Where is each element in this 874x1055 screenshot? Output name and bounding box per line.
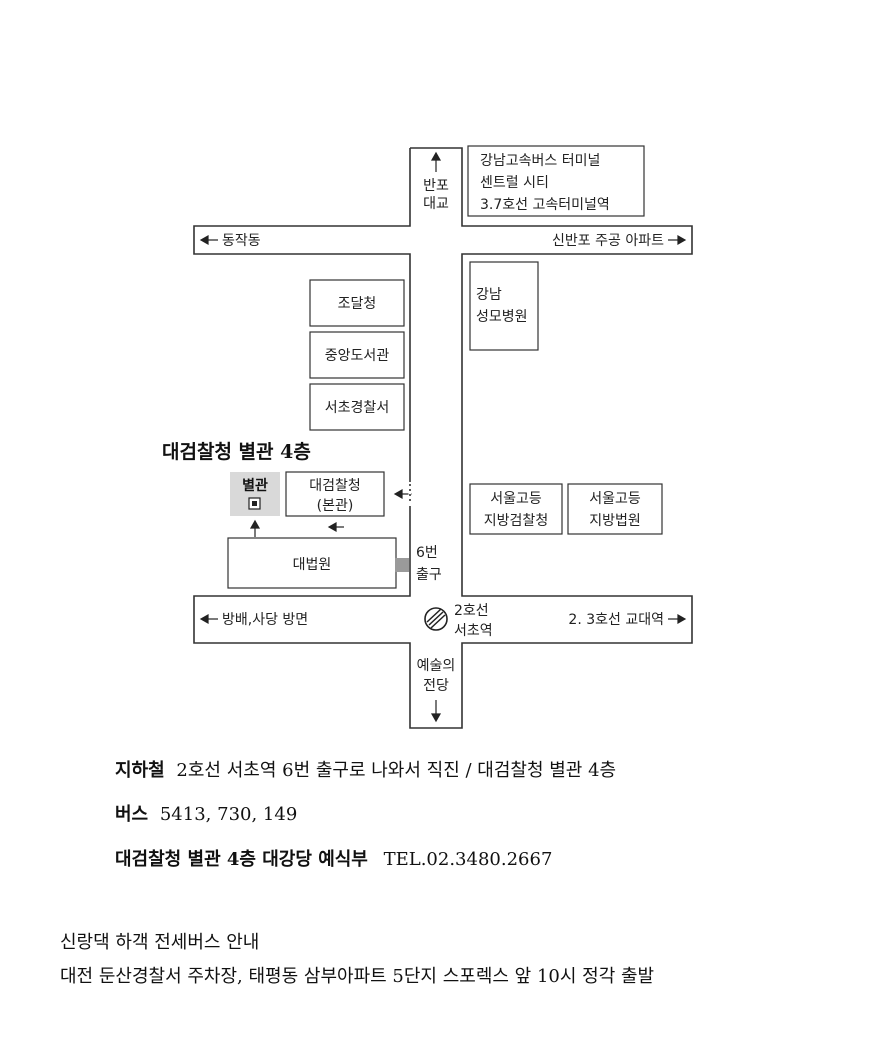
terminal-box (467, 145, 645, 217)
terminal-label: 센트럴 시티 (480, 175, 549, 191)
hospital-box (469, 261, 539, 351)
venue-info-name: 대검찰청 별관 4층 대강당 예식부 (115, 849, 368, 870)
venue-info: 대검찰청 별관 4층 대강당 예식부 TEL.02.3480.2667 (115, 845, 552, 871)
bus-info-label: 버스 (115, 804, 149, 825)
supreme-court-box (227, 537, 397, 589)
high-prosecutor-label: 서울고등 (490, 491, 542, 507)
road-label-south: 전당 (423, 678, 449, 694)
road-label-north: 반포 (423, 178, 449, 194)
location-map: 반포 대교 예술의 전당 동작동 신반포 주공 아파트 방배,사당 방면 2. … (162, 145, 693, 729)
venue-heading: 대검찰청 별관 4층 (162, 441, 311, 463)
shuttle-text: 대전 둔산경찰서 주차장, 태평동 삼부아파트 5단지 스포렉스 앞 10시 정… (60, 966, 655, 987)
supreme-prosecutor-label: 대검찰청 (309, 478, 361, 494)
procurement-box (309, 279, 405, 327)
road-label-west-upper: 동작동 (222, 233, 261, 249)
subway-station-icon (424, 607, 448, 631)
high-court-box (567, 483, 663, 535)
exit-label: 6번 (416, 545, 438, 561)
road-label-west-lower: 방배,사당 방면 (222, 612, 308, 628)
bus-info-text: 5413, 730, 149 (159, 804, 298, 825)
road-label-east-lower: 2. 3호선 교대역 (568, 612, 664, 628)
high-prosecutor-box (469, 483, 563, 535)
annex-label: 별관 (242, 477, 268, 494)
library-box (309, 331, 405, 379)
terminal-label: 3.7호선 고속터미널역 (480, 197, 610, 213)
subway-info-text: 2호선 서초역 6번 출구로 나와서 직진 / 대검찰청 별관 4층 (176, 760, 617, 781)
supreme-prosecutor-box (285, 471, 385, 517)
bus-info: 버스 5413, 730, 149 (115, 800, 297, 826)
terminal-label: 강남고속버스 터미널 (480, 153, 600, 169)
high-prosecutor-label: 지방검찰청 (484, 513, 548, 529)
library-label: 중앙도서관 (325, 348, 390, 364)
road-outlines (193, 147, 693, 729)
road-label-south: 예술의 (417, 658, 456, 674)
road-label-north: 대교 (423, 196, 449, 212)
annex-marker-dot (252, 501, 257, 506)
high-court-label: 지방법원 (589, 513, 641, 529)
high-court-label: 서울고등 (589, 491, 641, 507)
hospital-label: 성모병원 (476, 309, 528, 325)
station-label: 2호선 (454, 603, 489, 619)
exit-marker (395, 558, 409, 572)
station-label: 서초역 (454, 623, 493, 639)
police-label: 서초경찰서 (325, 400, 389, 416)
direction-arrows (199, 151, 687, 723)
supreme-prosecutor-label: (본관) (317, 498, 354, 514)
road-label-east-upper: 신반포 주공 아파트 (552, 233, 664, 249)
procurement-label: 조달청 (338, 296, 377, 312)
supreme-court-label: 대법원 (293, 557, 332, 573)
venue-info-tel: TEL.02.3480.2667 (383, 849, 553, 870)
hospital-label: 강남 (476, 287, 502, 303)
subway-info-label: 지하철 (115, 760, 165, 781)
shuttle-title: 신랑댁 하객 전세버스 안내 (60, 932, 260, 953)
exit-label: 출구 (416, 567, 442, 583)
police-box (309, 383, 405, 431)
subway-info: 지하철 2호선 서초역 6번 출구로 나와서 직진 / 대검찰청 별관 4층 (115, 756, 616, 782)
